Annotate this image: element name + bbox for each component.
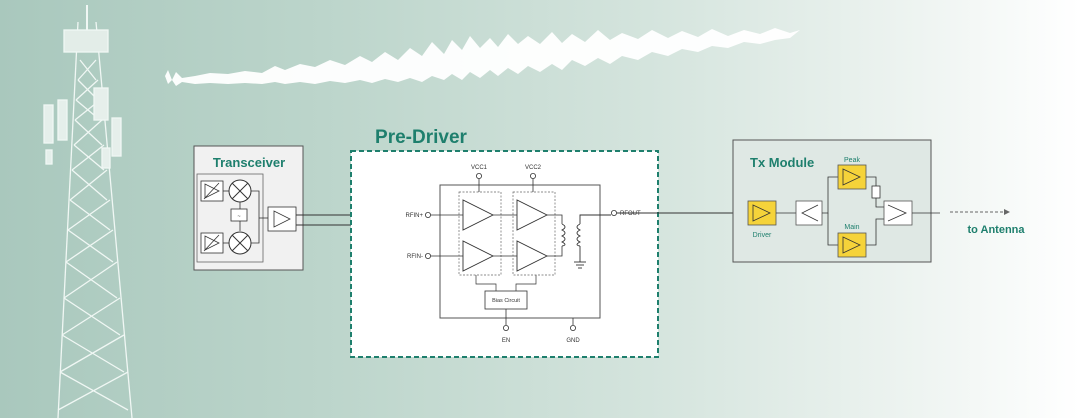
antenna-label: to Antenna	[967, 224, 1025, 236]
tx-module-title: Tx Module	[750, 155, 814, 170]
predriver-stage2-amp-top-icon	[516, 199, 549, 231]
predriver-stage1-amp-top-icon	[462, 199, 495, 231]
tx-offset-resistor-icon	[871, 185, 881, 199]
output-transformer-icon	[560, 214, 611, 269]
predriver-block: Pre-Driver VCC1 VCC2 RFIN+ RFIN-	[350, 127, 659, 358]
antenna-arrowhead-icon	[1004, 209, 1010, 215]
predriver-stage1-amp-bottom-icon	[462, 240, 495, 272]
pin-label-vcc2: VCC2	[525, 165, 542, 171]
tx-driver-label: Driver	[753, 232, 772, 239]
transceiver-block: Transceiver ~	[193, 145, 304, 271]
predriver-stage2-amp-bottom-icon	[516, 240, 549, 272]
pin-label-rfin-plus: RFIN+	[405, 213, 423, 219]
pin-label-vcc1: VCC1	[471, 165, 488, 171]
pin-label-en: EN	[502, 338, 510, 344]
tx-module-block: Tx Module Driver Peak Main	[732, 139, 940, 263]
tx-main-label: Main	[844, 224, 859, 231]
pin-label-rfout: RFOUT	[620, 211, 641, 217]
tx-splitter-icon	[795, 200, 823, 226]
local-oscillator-icon	[230, 208, 248, 222]
signal-waveform-decoration	[165, 28, 800, 86]
predriver-title: Pre-Driver	[375, 127, 467, 148]
svg-text:~: ~	[237, 214, 240, 220]
pin-label-rfin-minus: RFIN-	[407, 254, 423, 260]
transceiver-title: Transceiver	[213, 155, 285, 170]
pin-label-gnd: GND	[566, 338, 580, 344]
cell-tower-illustration	[43, 5, 133, 418]
tx-combiner-icon	[883, 200, 913, 226]
tx-peak-label: Peak	[844, 157, 860, 164]
bias-circuit-label: Bias Circuit	[492, 298, 520, 304]
